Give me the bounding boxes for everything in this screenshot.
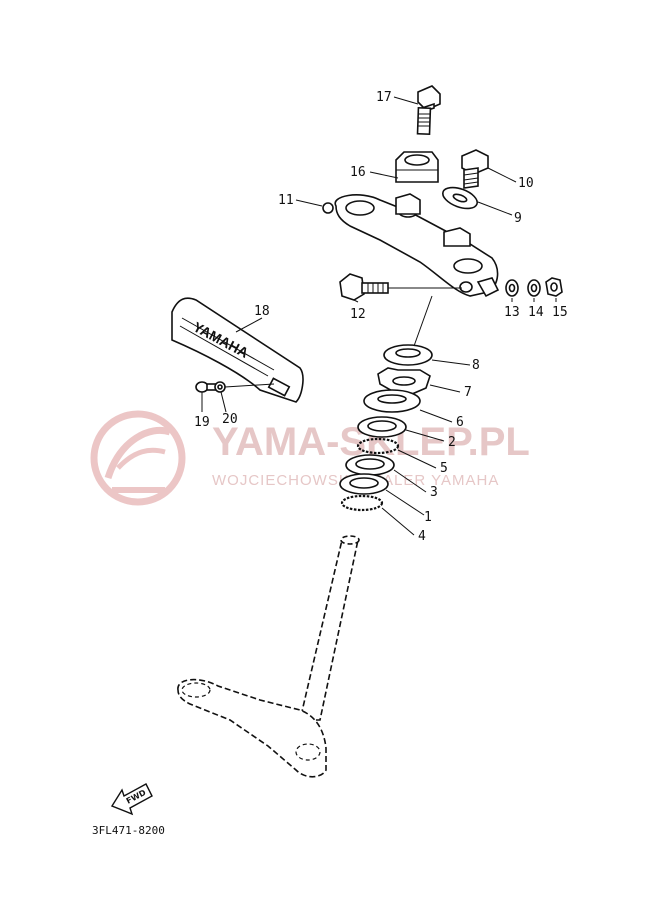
catalog-code: 3FL471-8200 [92, 824, 165, 837]
callout-15: 15 [552, 305, 568, 320]
steering-stem [177, 535, 360, 778]
callout-14: 14 [528, 305, 544, 320]
stack-axis-line [413, 295, 433, 347]
part-13-washer [505, 279, 519, 297]
callout-11: 11 [278, 193, 294, 208]
part-8-ring-nut [383, 344, 433, 366]
part-7-lock-washer [377, 367, 431, 395]
callout-4: 4 [418, 529, 426, 544]
part-9-washer [442, 186, 478, 210]
callout-13: 13 [504, 305, 520, 320]
part-16-holder [395, 151, 439, 183]
part-6-ring-nut [363, 389, 421, 413]
leader-lines [201, 96, 557, 536]
part-3-race [345, 454, 395, 476]
part-1-race [339, 473, 389, 495]
watermark: YAMA-SKLEP.PL WOJCIECHOWSKI DEALER YAMAH… [90, 410, 530, 506]
part-18-emblem: YAMAHA [171, 297, 304, 403]
callout-16: 16 [350, 165, 366, 180]
part-17-bolt [416, 85, 441, 136]
callout-10: 10 [518, 176, 534, 191]
part-5-ball-bearing [356, 437, 400, 455]
callout-7: 7 [464, 385, 472, 400]
callout-17: 17 [376, 90, 392, 105]
callout-19: 19 [194, 415, 210, 430]
callout-2: 2 [448, 435, 456, 450]
callout-18: 18 [254, 304, 270, 319]
part-12-bolt [339, 273, 462, 301]
part-2-race [357, 416, 407, 438]
part-20-washer [214, 381, 275, 393]
callout-9: 9 [514, 211, 522, 226]
watermark-logo-icon [90, 410, 186, 506]
callout-12: 12 [350, 307, 366, 322]
part-4-ball-bearing [340, 494, 384, 512]
callout-8: 8 [472, 358, 480, 373]
fwd-arrow-icon: FWD [110, 783, 153, 816]
callout-6: 6 [456, 415, 464, 430]
part-11-upper-bracket [322, 193, 500, 298]
callout-5: 5 [440, 461, 448, 476]
callout-20: 20 [222, 412, 238, 427]
callouts: 17 16 10 11 9 12 13 14 15 18 8 7 6 19 20… [194, 90, 568, 544]
part-14-spring-washer [527, 279, 541, 297]
part-10-bolt [461, 149, 489, 189]
part-19-screw [195, 381, 218, 393]
part-15-nut [545, 277, 563, 297]
callout-3: 3 [430, 485, 438, 500]
callout-1: 1 [424, 510, 432, 525]
